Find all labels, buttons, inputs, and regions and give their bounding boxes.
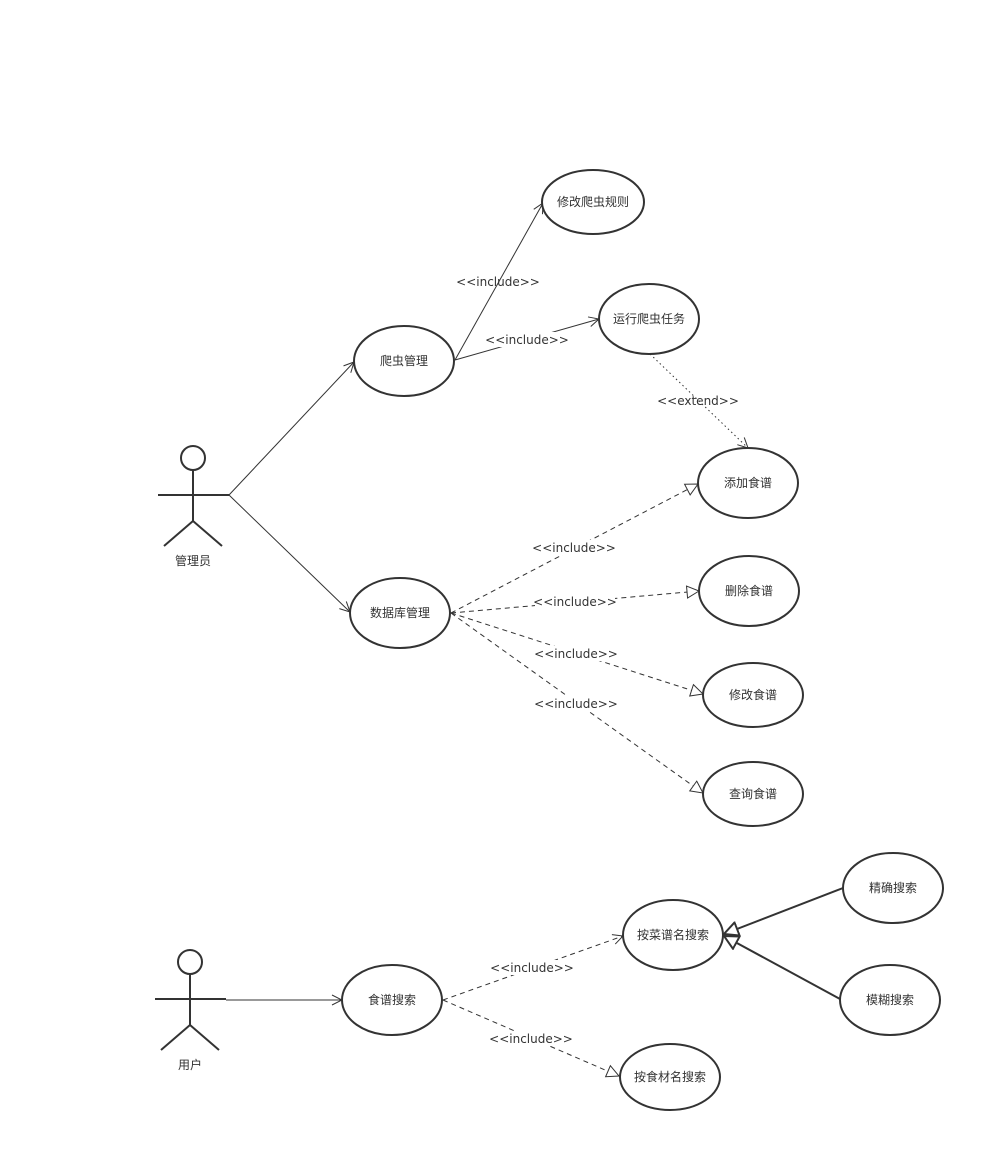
- label-background: [536, 646, 616, 661]
- usecase-modify-crawler-rules[interactable]: 修改爬虫规则: [541, 169, 645, 235]
- usecase-fuzzy-search[interactable]: 模糊搜索: [839, 964, 941, 1036]
- include-db-modify: [450, 612, 703, 694]
- label-background: [488, 332, 568, 347]
- usecase-label: 爬虫管理: [380, 353, 428, 368]
- generalization-fuzzy: [724, 936, 841, 1000]
- usecase-add-recipe[interactable]: 添加食谱: [697, 447, 799, 519]
- include-search-by-ingredient: [442, 999, 619, 1076]
- include-label: <<include>>: [489, 1032, 573, 1046]
- include-crawler-modify-rules: [454, 203, 543, 361]
- extend-run-task-add-recipe: [649, 353, 748, 448]
- usecase-label: 删除食谱: [725, 583, 773, 598]
- usecase-search-by-ingredient[interactable]: 按食材名搜索: [619, 1043, 721, 1111]
- usecase-label: 按菜谱名搜索: [637, 927, 709, 942]
- usecase-label: 按食材名搜索: [634, 1069, 706, 1084]
- usecase-label: 添加食谱: [724, 475, 772, 490]
- actor-user[interactable]: 用户: [155, 949, 226, 1072]
- include-label: <<include>>: [456, 275, 540, 289]
- include-search-by-name: [442, 936, 623, 1001]
- actor-head: [180, 445, 206, 471]
- usecase-label: 数据库管理: [370, 605, 430, 620]
- include-label: <<include>>: [485, 333, 569, 347]
- label-background: [536, 696, 616, 711]
- actor-label: 管理员: [175, 553, 211, 568]
- usecase-modify-recipe[interactable]: 修改食谱: [702, 662, 804, 728]
- association-admin-crawler: [228, 362, 354, 496]
- actor-leg-right: [192, 520, 223, 547]
- include-db-delete: [450, 591, 699, 614]
- include-label: <<include>>: [490, 961, 574, 975]
- usecase-label: 查询食谱: [729, 786, 777, 801]
- usecase-label: 精确搜索: [869, 880, 917, 895]
- usecase-crawler-management[interactable]: 爬虫管理: [353, 325, 455, 397]
- include-label: <<include>>: [532, 541, 616, 555]
- usecase-label: 修改爬虫规则: [557, 194, 629, 209]
- generalization-exact: [724, 887, 844, 934]
- usecase-label: 模糊搜索: [866, 992, 914, 1007]
- usecase-search-by-name[interactable]: 按菜谱名搜索: [622, 899, 724, 971]
- include-label: <<include>>: [534, 647, 618, 661]
- actor-admin[interactable]: 管理员: [158, 445, 229, 568]
- actor-label: 用户: [178, 1057, 202, 1072]
- include-label: <<include>>: [534, 697, 618, 711]
- usecase-run-crawler-task[interactable]: 运行爬虫任务: [598, 283, 700, 355]
- actor-head: [177, 949, 203, 975]
- usecase-database-management[interactable]: 数据库管理: [349, 577, 451, 649]
- actor-leg-right: [189, 1024, 220, 1051]
- usecase-query-recipe[interactable]: 查询食谱: [702, 761, 804, 827]
- actor-leg-left: [160, 1024, 191, 1051]
- include-label: <<include>>: [533, 595, 617, 609]
- actor-leg-left: [163, 520, 194, 547]
- usecase-label: 食谱搜索: [368, 992, 416, 1007]
- label-background: [535, 594, 615, 609]
- extend-label: <<extend>>: [657, 394, 739, 408]
- usecase-delete-recipe[interactable]: 删除食谱: [698, 555, 800, 627]
- label-background: [534, 540, 614, 555]
- association-admin-db: [228, 494, 350, 612]
- usecase-label: 修改食谱: [729, 687, 777, 702]
- usecase-exact-search[interactable]: 精确搜索: [842, 852, 944, 924]
- usecase-recipe-search[interactable]: 食谱搜索: [341, 964, 443, 1036]
- label-background: [491, 1031, 571, 1046]
- stereotype-labels: <<include>> <<include>> <<extend>> <<inc…: [456, 275, 739, 1046]
- usecase-label: 运行爬虫任务: [613, 311, 685, 326]
- label-background: [492, 960, 572, 975]
